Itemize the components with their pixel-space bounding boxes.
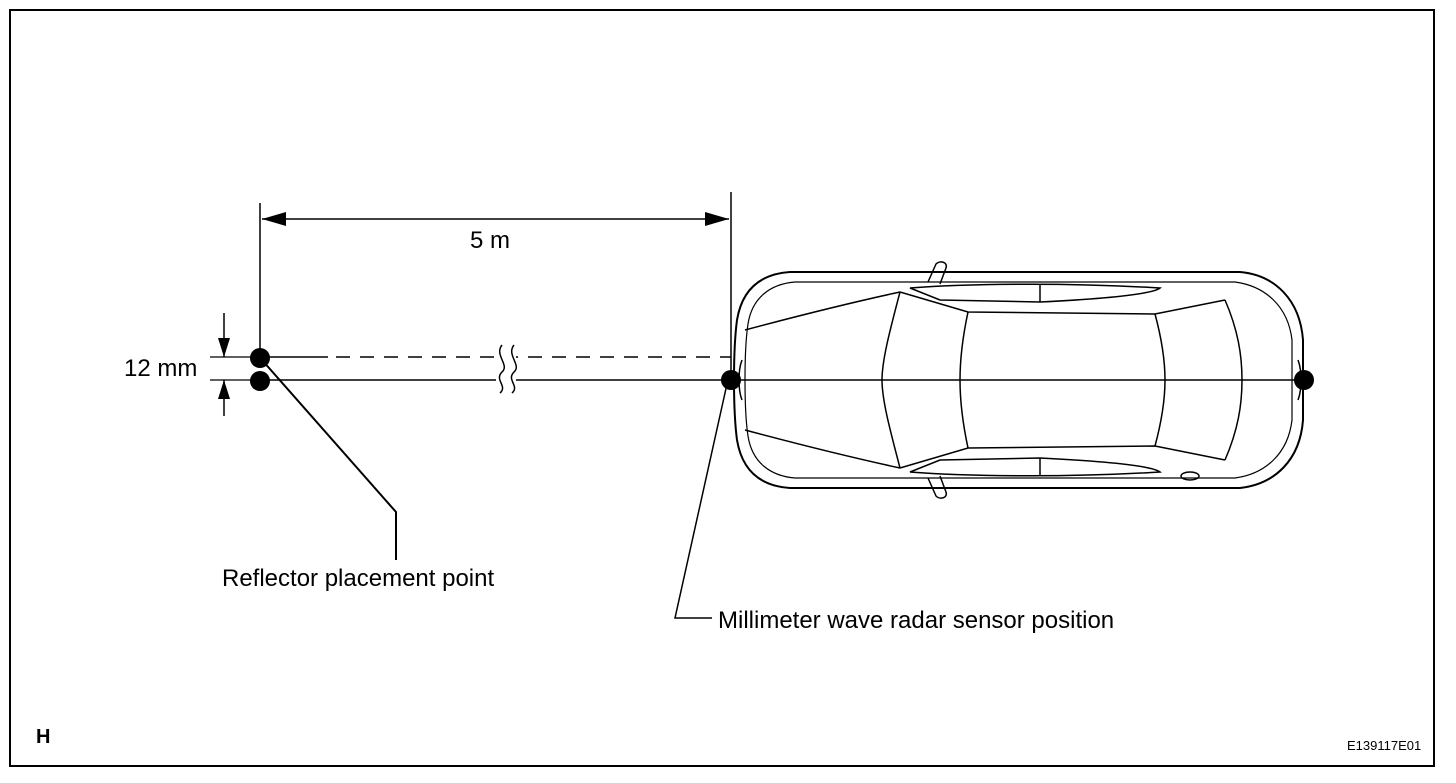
reflector-point-lower — [250, 371, 270, 391]
distance-label: 5 m — [470, 227, 511, 254]
offset-dimension — [210, 313, 252, 416]
figure-code: E139117E01 — [1347, 738, 1422, 753]
sensor-point-rear — [1294, 370, 1314, 390]
figure-frame — [9, 9, 1435, 767]
sensor-point-front — [721, 370, 741, 390]
sensor-leader-line — [674, 383, 728, 619]
corner-letter: H — [36, 726, 51, 748]
distance-dimension — [262, 212, 729, 226]
break-symbol — [496, 344, 517, 394]
vehicle-top-view — [733, 261, 1304, 499]
reflector-placement-label: Reflector placement point — [222, 565, 495, 592]
reflector-leader-line — [261, 359, 397, 560]
offset-label: 12 mm — [124, 355, 198, 382]
sensor-position-label: Millimeter wave radar sensor position — [718, 607, 1115, 634]
